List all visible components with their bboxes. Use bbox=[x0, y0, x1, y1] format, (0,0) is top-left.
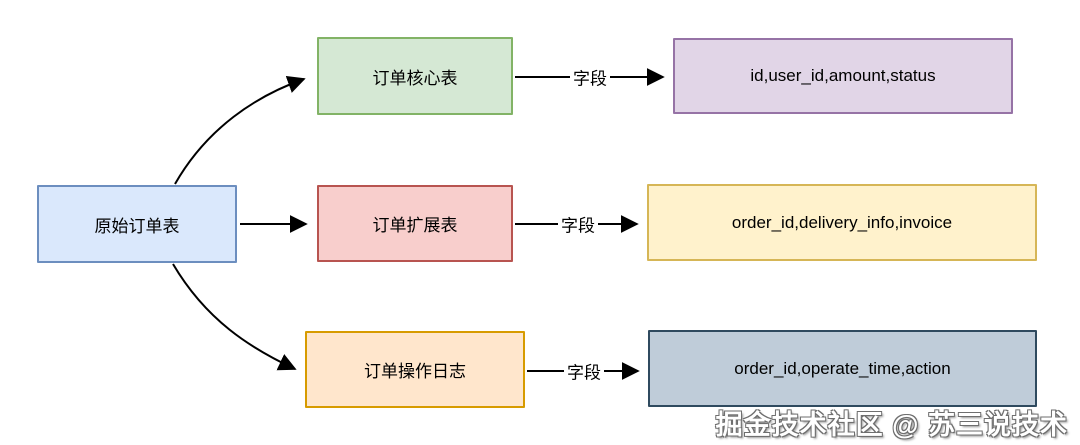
node-order-extension-table-label: 订单扩展表 bbox=[372, 216, 458, 235]
node-order-operation-log-label: 订单操作日志 bbox=[364, 362, 466, 381]
edge-label-fields-core: 字段 bbox=[570, 64, 610, 90]
node-order-operation-log: 订单操作日志 bbox=[305, 331, 525, 408]
node-extension-table-fields-label: order_id,delivery_info,invoice bbox=[731, 212, 953, 232]
node-core-table-fields: id,user_id,amount,status bbox=[673, 38, 1013, 114]
edge-label-fields-extension: 字段 bbox=[558, 211, 598, 237]
node-extension-table-fields: order_id,delivery_info,invoice bbox=[647, 184, 1037, 261]
node-original-order-table: 原始订单表 bbox=[37, 185, 237, 263]
node-core-table-fields-label: id,user_id,amount,status bbox=[750, 66, 936, 85]
node-original-order-table-label: 原始订单表 bbox=[94, 216, 180, 236]
edge-source-to-log-arrow bbox=[172, 263, 297, 371]
node-order-extension-table: 订单扩展表 bbox=[317, 185, 513, 262]
node-order-core-table-label: 订单核心表 bbox=[372, 68, 458, 88]
watermark-text: 掘金技术社区 @ 苏三说技术 bbox=[715, 410, 1068, 440]
edge-source-to-core-arrow bbox=[174, 75, 306, 185]
node-log-table-fields: order_id,operate_time,action bbox=[648, 330, 1037, 407]
node-order-core-table: 订单核心表 bbox=[317, 37, 513, 115]
edge-label-fields-log: 字段 bbox=[564, 358, 604, 384]
node-log-table-fields-label: order_id,operate_time,action bbox=[734, 358, 951, 378]
